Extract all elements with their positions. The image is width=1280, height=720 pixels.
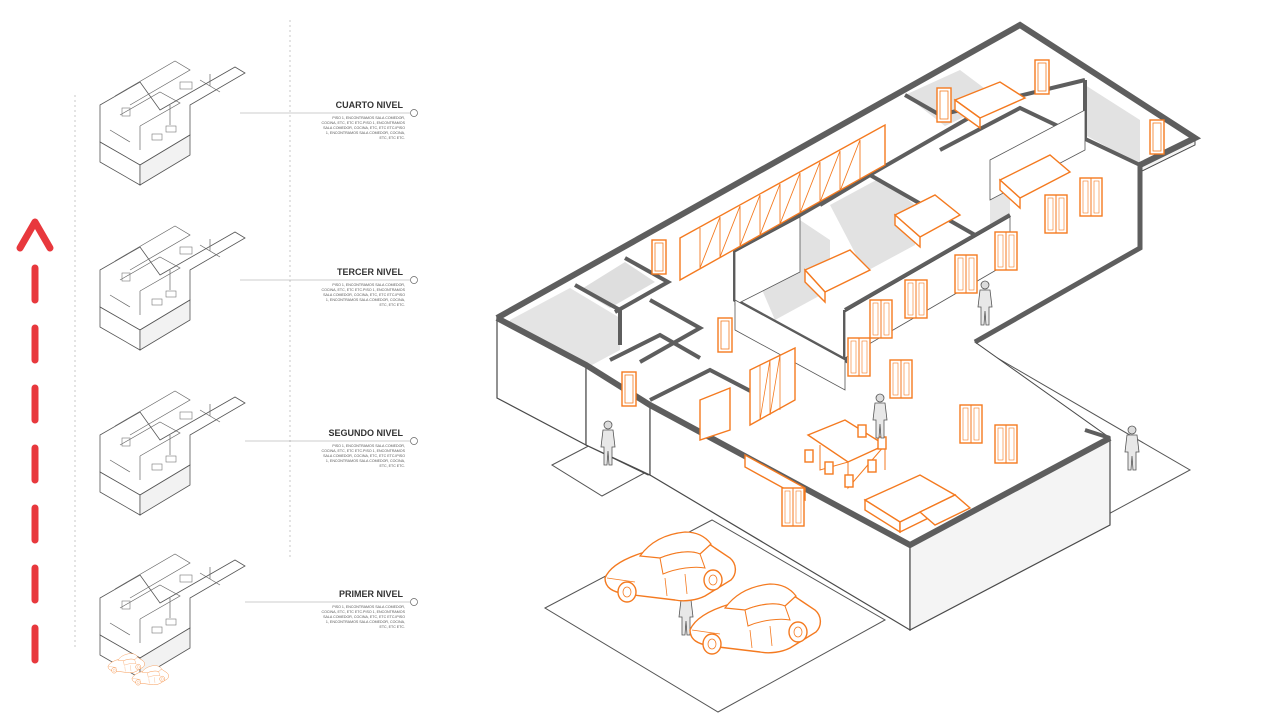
level-floor-2 [99,390,246,516]
level-desc-line: SALA COMEDOR, COCINA, ETC, ETC ETC.IPISO [323,126,405,130]
main-floor-plan [495,21,1202,713]
level-desc-line: 1, ENCONTRAMOS SALA COMEDOR, COCINA, [326,298,405,302]
level-desc-line: PISO 1, ENCONTRAMOS SALA COMEDOR, [332,444,405,448]
level-floor-4 [99,60,246,186]
level-marker-icon [410,109,418,117]
upward-arrow-icon [16,218,54,664]
level-desc-line: SALA COMEDOR, COCINA, ETC, ETC ETC.IPISO [323,615,405,619]
level-desc-line: ETC, ETC ETC. [379,136,405,140]
level-title: PRIMER NIVEL [339,589,404,599]
level-title: CUARTO NIVEL [336,100,404,110]
orange-furniture [679,81,1072,534]
level-desc-line: COCINA, ETC, ETC ETC.PISO 1, ENCONTRAMOS [322,121,406,125]
level-label-segundo: SEGUNDO NIVEL PISO 1, ENCONTRAMOS SALA C… [245,428,418,468]
level-desc-line: COCINA, ETC, ETC ETC.PISO 1, ENCONTRAMOS [322,288,406,292]
level-desc-line: 1, ENCONTRAMOS SALA COMEDOR, COCINA, [326,131,405,135]
level-label-cuarto: CUARTO NIVEL PISO 1, ENCONTRAMOS SALA CO… [240,100,418,140]
level-desc-line: ETC, ETC ETC. [379,303,405,307]
level-marker-icon [410,598,418,606]
level-desc-line: PISO 1, ENCONTRAMOS SALA COMEDOR, [332,283,405,287]
level-desc-line: 1, ENCONTRAMOS SALA COMEDOR, COCINA, [326,459,405,463]
level-desc-line: PISO 1, ENCONTRAMOS SALA COMEDOR, [332,605,405,609]
level-floor-3 [99,225,246,351]
level-desc-line: COCINA, ETC, ETC ETC.PISO 1, ENCONTRAMOS [322,610,406,614]
level-marker-icon [410,276,418,284]
level-marker-icon [410,437,418,445]
level-desc-line: 1, ENCONTRAMOS SALA COMEDOR, COCINA, [326,620,405,624]
level-desc-line: COCINA, ETC, ETC ETC.PISO 1, ENCONTRAMOS [322,449,406,453]
level-label-primer: PRIMER NIVEL PISO 1, ENCONTRAMOS SALA CO… [245,589,418,629]
level-desc-line: PISO 1, ENCONTRAMOS SALA COMEDOR, [332,116,405,120]
level-label-tercer: TERCER NIVEL PISO 1, ENCONTRAMOS SALA CO… [240,267,418,307]
wall-top-outer [495,21,1202,321]
level-title: TERCER NIVEL [337,267,404,277]
level-desc-line: SALA COMEDOR, COCINA, ETC, ETC ETC.IPISO [323,454,405,458]
level-desc-line: SALA COMEDOR, COCINA, ETC, ETC ETC.IPISO [323,293,405,297]
level-desc-line: ETC, ETC ETC. [379,625,405,629]
level-title: SEGUNDO NIVEL [328,428,403,438]
level-desc-line: ETC, ETC ETC. [379,464,405,468]
stacked-levels [74,20,291,686]
